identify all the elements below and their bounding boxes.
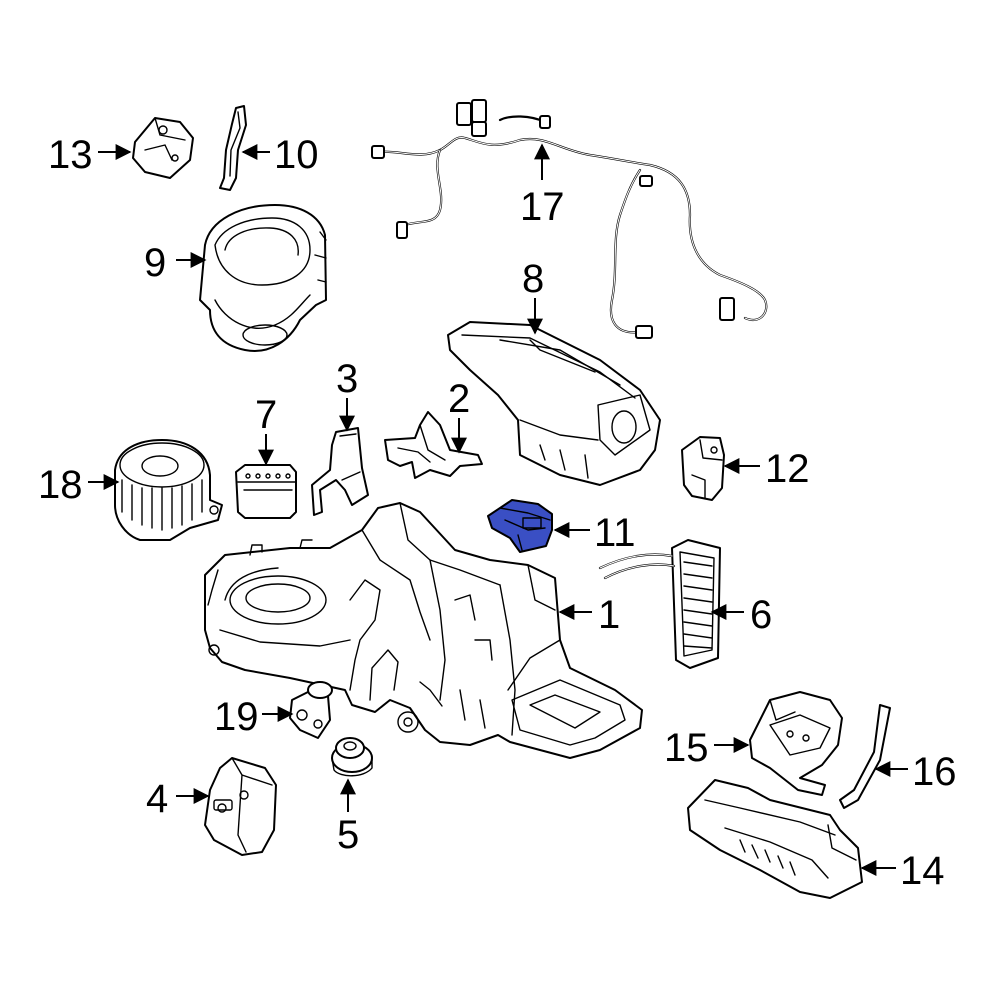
- svg-text:16: 16: [912, 750, 957, 794]
- svg-text:7: 7: [255, 393, 277, 437]
- svg-text:15: 15: [664, 726, 709, 770]
- svg-text:5: 5: [337, 813, 359, 857]
- part-5-grommet[interactable]: [331, 737, 373, 777]
- part-7-connector[interactable]: [235, 464, 297, 519]
- svg-text:10: 10: [274, 133, 319, 177]
- svg-text:17: 17: [520, 185, 565, 229]
- svg-text:9: 9: [144, 241, 166, 285]
- part-12-sensor[interactable]: [681, 436, 725, 501]
- callout-17: 17: [520, 143, 565, 229]
- part-19-expansion-valve[interactable]: [289, 681, 333, 739]
- callout-10: 10: [241, 133, 319, 177]
- svg-text:18: 18: [38, 463, 83, 507]
- part-9-blower-housing[interactable]: [199, 204, 327, 352]
- part-18-blower-motor[interactable]: [114, 439, 223, 541]
- svg-text:13: 13: [48, 133, 93, 177]
- part-6-heater-core[interactable]: [598, 539, 721, 669]
- svg-text:1: 1: [598, 593, 620, 637]
- svg-text:11: 11: [594, 511, 636, 555]
- part-1-hvac-case[interactable]: [204, 502, 643, 759]
- part-15-actuator[interactable]: [749, 691, 843, 796]
- callout-13: 13: [48, 133, 132, 177]
- callout-5: 5: [337, 778, 359, 857]
- callout-3: 3: [336, 357, 358, 432]
- svg-text:19: 19: [214, 695, 259, 739]
- svg-text:6: 6: [750, 593, 772, 637]
- svg-text:4: 4: [146, 777, 168, 821]
- callout-2: 2: [448, 377, 470, 454]
- part-8-duct-assembly[interactable]: [447, 321, 661, 486]
- part-10-bracket[interactable]: [219, 105, 247, 191]
- callout-7: 7: [255, 393, 277, 466]
- svg-text:12: 12: [765, 447, 810, 491]
- callout-14: 14: [860, 849, 945, 893]
- callout-19: 19: [214, 695, 294, 739]
- callout-18: 18: [38, 463, 120, 507]
- callout-8: 8: [522, 257, 544, 335]
- callout-6: 6: [710, 593, 772, 637]
- callout-16: 16: [874, 750, 957, 794]
- part-17-wiring-harness[interactable]: [371, 99, 768, 339]
- part-14-lower-duct[interactable]: [687, 779, 863, 899]
- svg-text:3: 3: [336, 357, 358, 401]
- part-2-bracket[interactable]: [384, 411, 483, 479]
- part-16-rod[interactable]: [839, 704, 891, 809]
- callout-11: 11: [553, 511, 636, 555]
- callout-1: 1: [558, 593, 620, 637]
- callout-12: 12: [723, 447, 810, 491]
- svg-text:14: 14: [900, 849, 945, 893]
- callout-15: 15: [664, 726, 750, 770]
- part-4-control-module[interactable]: [204, 757, 277, 856]
- svg-text:2: 2: [448, 377, 470, 421]
- callout-4: 4: [146, 777, 210, 821]
- part-11-highlighted-module[interactable]: [487, 499, 553, 553]
- callout-9: 9: [144, 241, 207, 285]
- part-13-actuator-module[interactable]: [132, 117, 194, 179]
- part-3-bracket[interactable]: [311, 427, 369, 516]
- svg-text:8: 8: [522, 257, 544, 301]
